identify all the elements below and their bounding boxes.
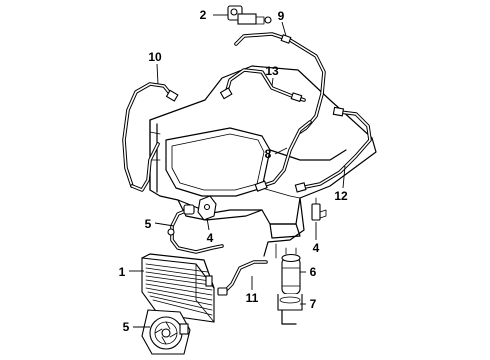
ac-line-13: [219, 68, 306, 103]
part-4-switch: [311, 197, 327, 221]
radiator-support-frame: [149, 65, 377, 259]
ac-line-high-pressure-top: [234, 32, 326, 134]
callout-12: 12: [334, 189, 348, 203]
callout-13: 13: [265, 64, 279, 78]
callout-3: 4: [207, 231, 214, 245]
callout-1: 1: [119, 265, 126, 279]
callout-4: 4: [313, 241, 320, 255]
condenser-fins: [145, 263, 213, 316]
ac-hose-10: [122, 82, 179, 192]
callout-5-upper: 5: [145, 217, 152, 231]
part-1-condenser: [141, 253, 215, 323]
part-5-hose: [167, 204, 224, 254]
ac-line-8: [254, 120, 312, 192]
callout-11: 11: [246, 291, 259, 305]
ac-line-12: [294, 106, 372, 193]
callouts: 2 9 10 13 8 12 5 4 4 1 6 11 7 5: [119, 8, 348, 334]
part-7-bracket: [277, 294, 303, 325]
part-2-switch: [227, 5, 272, 25]
part-3-bracket: [197, 195, 217, 221]
callout-10: 10: [148, 50, 162, 64]
callout-5-lower: 5: [123, 320, 130, 334]
part-5-cooling-fan: [141, 309, 191, 355]
leader-lines: [129, 14, 346, 328]
callout-9: 9: [278, 9, 285, 23]
callout-8: 8: [265, 147, 272, 161]
ac-line-11: [217, 260, 268, 296]
callout-7: 7: [310, 297, 317, 311]
callout-6: 6: [310, 265, 317, 279]
part-6-accumulator: [281, 247, 301, 295]
callout-2: 2: [200, 8, 207, 22]
